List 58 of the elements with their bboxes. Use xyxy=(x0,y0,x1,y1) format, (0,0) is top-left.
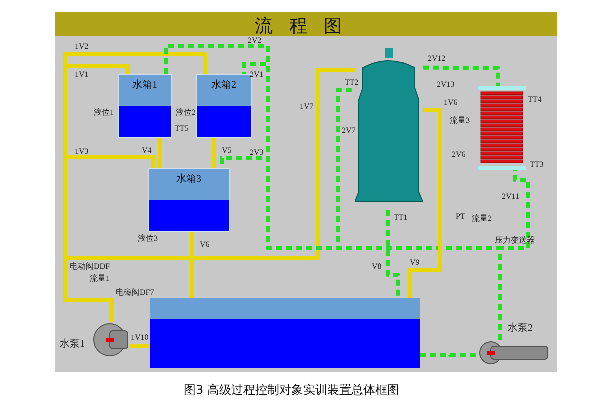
tank-label: 水箱1 xyxy=(132,78,158,92)
pipe xyxy=(498,170,530,340)
water-tank xyxy=(148,168,230,232)
instrument-tag: TT2 xyxy=(345,78,359,87)
instrument-tag: 2V11 xyxy=(502,192,520,201)
water-pump xyxy=(92,322,130,358)
instrument-tag: V8 xyxy=(372,262,382,271)
pipe xyxy=(386,210,400,298)
instrument-tag: 电磁阀DF7 xyxy=(116,288,154,297)
instrument-tag: 1V3 xyxy=(75,147,89,156)
instrument-tag: V6 xyxy=(200,240,210,249)
instrument-tag: 1V10 xyxy=(131,333,149,342)
instrument-tag: 1V1 xyxy=(75,70,89,79)
pipe xyxy=(190,230,194,298)
tank-label: 水箱3 xyxy=(176,172,202,186)
instrument-tag: 压力变送器 xyxy=(495,236,535,245)
caption: 图3 高级过程控制对象实训装置总体框图 xyxy=(184,382,400,399)
pump-label: 水泵1 xyxy=(60,340,85,349)
pipe xyxy=(420,352,478,357)
water-pump xyxy=(478,340,550,366)
instrument-tag: 电动阀DDF xyxy=(70,262,110,271)
instrument-tag: V9 xyxy=(410,258,420,267)
instrument-tag: PT xyxy=(456,212,466,221)
instrument-tag: 流量3 xyxy=(450,116,470,125)
pipe xyxy=(63,68,355,322)
sensor-tag: TT4 xyxy=(528,95,542,104)
pipe xyxy=(130,344,150,348)
instrument-tag: 2V3 xyxy=(250,148,264,157)
sensor-tag: TT3 xyxy=(530,160,544,169)
instrument-tag: 流量2 xyxy=(472,214,492,223)
heat-exchanger-coil xyxy=(478,86,526,170)
title: 流 程 图 xyxy=(255,15,348,38)
instrument-tag: V5 xyxy=(222,146,232,155)
instrument-tag: 2V1 xyxy=(250,70,264,79)
sensor-tag: 液位2 xyxy=(176,108,196,117)
pipe xyxy=(212,136,216,168)
instrument-tag: 1V2 xyxy=(75,42,89,51)
water-tank xyxy=(118,74,172,138)
sensor-tag: 液位1 xyxy=(94,108,114,117)
instrument-tag: 2V6 xyxy=(452,150,466,159)
instrument-tag: 2V13 xyxy=(437,80,455,89)
tank-label: 水箱2 xyxy=(210,78,238,92)
instrument-tag: 2V2 xyxy=(248,36,262,45)
pipe xyxy=(423,66,500,86)
instrument-tag: V4 xyxy=(142,146,152,155)
instrument-tag: 流量1 xyxy=(90,274,110,283)
instrument-tag: 1V7 xyxy=(300,102,314,111)
reservoir-tank xyxy=(150,298,420,368)
instrument-tag: 2V12 xyxy=(428,54,446,63)
instrument-tag: 2V7 xyxy=(342,126,356,135)
instrument-tag: TT1 xyxy=(394,213,408,222)
instrument-tag: TT5 xyxy=(175,124,189,133)
pipe xyxy=(408,108,442,298)
sensor-tag: 液位3 xyxy=(138,234,158,243)
water-tank xyxy=(196,74,252,138)
pipe xyxy=(158,136,162,168)
instrument-tag: 1V6 xyxy=(444,98,458,107)
pump-label: 水泵2 xyxy=(508,324,533,333)
